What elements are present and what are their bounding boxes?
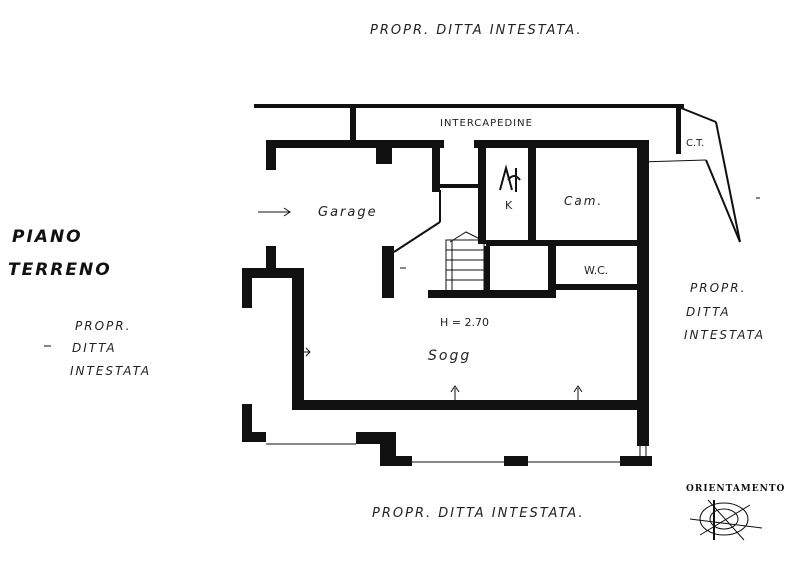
neighbor-label-right-3: INTESTATA — [684, 328, 765, 342]
entry-arrows — [258, 207, 583, 410]
neighbor-label-left-3: INTESTATA — [70, 364, 151, 378]
kitchen-hood-icon — [499, 164, 521, 192]
room-label-wc: W.C. — [584, 264, 608, 277]
neighbor-label-right-1: PROPR. — [690, 281, 746, 295]
intercapedine-area — [254, 104, 741, 243]
room-label-living: Sogg — [428, 348, 471, 364]
exterior-walls — [242, 140, 649, 410]
windows — [295, 174, 647, 409]
neighbor-label-left-1: PROPR. — [75, 319, 131, 333]
title-line-1: PIANO — [12, 227, 83, 247]
service-rooms — [428, 148, 637, 298]
room-label-garage: Garage — [318, 205, 378, 220]
orientation-label: ORIENTAMENTO — [686, 484, 785, 494]
room-label-bedroom: Cam. — [564, 194, 603, 208]
neighbor-label-top: PROPR. DITTA INTESTATA. — [370, 23, 582, 38]
room-label-ct: C.T. — [686, 138, 704, 149]
title-line-2: TERRENO — [8, 260, 112, 280]
neighbor-label-bottom: PROPR. DITTA INTESTATA. — [372, 506, 584, 521]
room-label-intercapedine: INTERCAPEDINE — [440, 118, 533, 129]
neighbor-label-right-2: DITTA — [686, 305, 731, 319]
room-label-kitchen: K — [505, 199, 513, 212]
neighbor-label-left-2: DITTA — [72, 341, 117, 355]
exterior-elements — [242, 404, 652, 466]
compass-icon — [689, 499, 763, 541]
room-height-label: H = 2.70 — [440, 316, 489, 329]
